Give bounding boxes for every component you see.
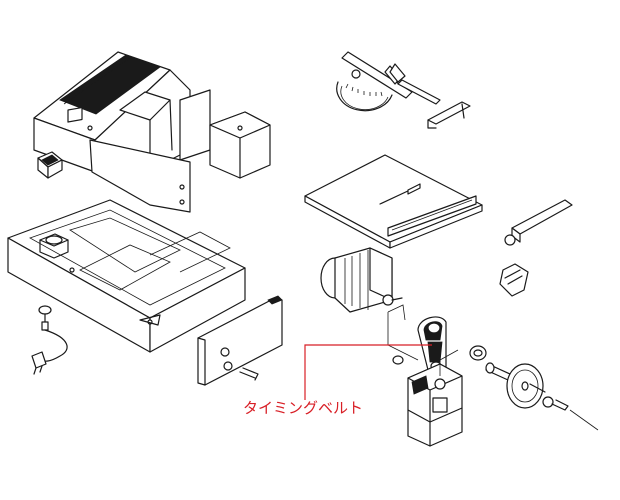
- bearing-nut: [392, 345, 487, 365]
- side-panel: [197, 295, 283, 386]
- timing-belt-callout: [304, 344, 432, 400]
- base-tray: [7, 199, 246, 353]
- table-top: [304, 154, 483, 249]
- rip-fence: [499, 199, 573, 297]
- upper-housing: [33, 51, 271, 213]
- arbor-bracket: [407, 349, 463, 447]
- timing-belt-label: タイミングベルト: [243, 399, 364, 417]
- power-cord: [31, 305, 68, 375]
- power-switch: [37, 151, 63, 179]
- miter-gauge: [336, 51, 471, 129]
- motor: [320, 247, 403, 313]
- bracket-lines: [387, 304, 419, 361]
- saw-blade-assembly: [485, 362, 599, 431]
